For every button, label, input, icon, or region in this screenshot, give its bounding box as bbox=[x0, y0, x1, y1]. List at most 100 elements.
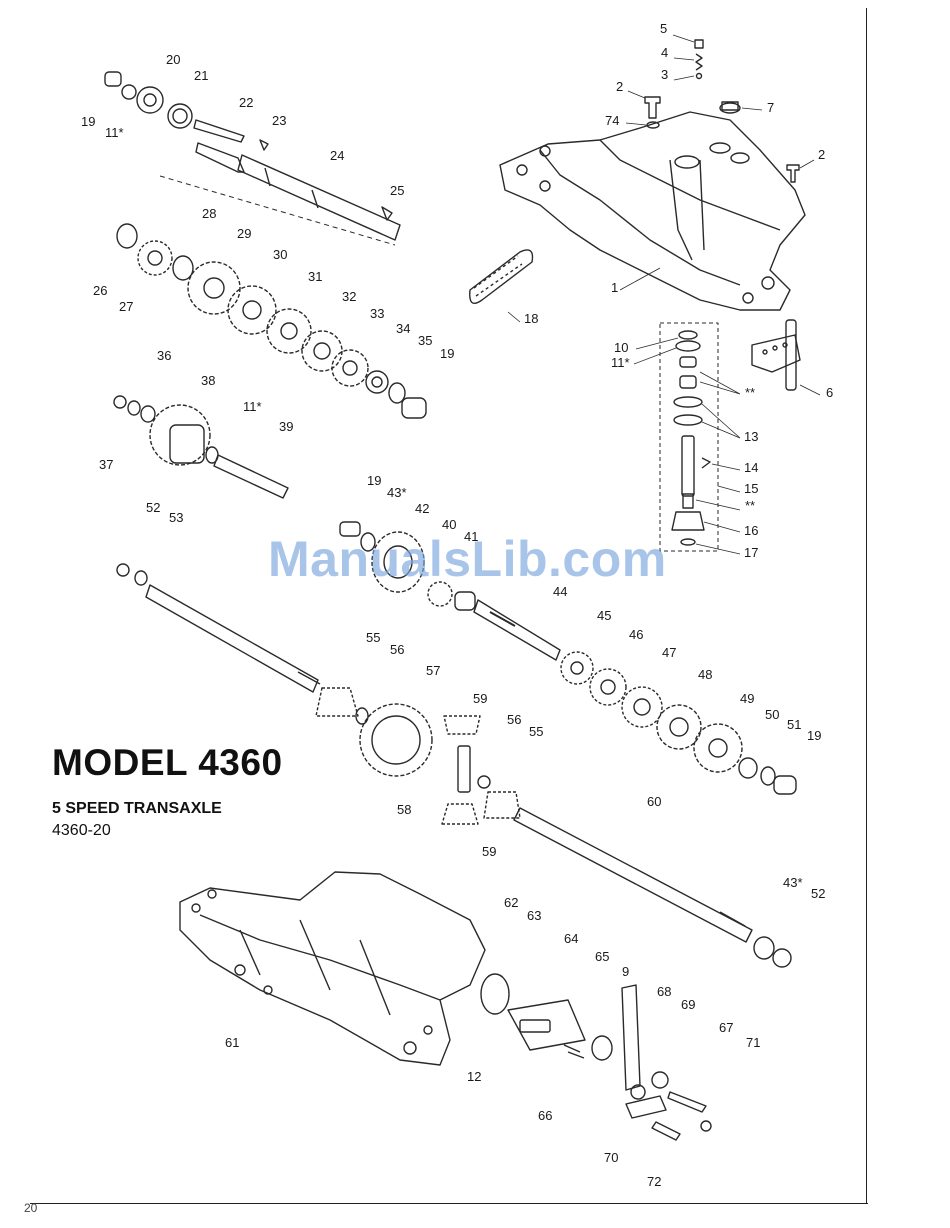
part-callout: 35 bbox=[418, 333, 432, 348]
part-callout: 22 bbox=[239, 95, 253, 110]
part-callout: 13 bbox=[744, 429, 758, 444]
part-callout: 20 bbox=[166, 52, 180, 67]
input-shaft-stack bbox=[671, 330, 711, 546]
transaxle-subtitle: 5 SPEED TRANSAXLE bbox=[52, 800, 222, 817]
part-callout: 74 bbox=[605, 113, 619, 128]
part-callout: 11* bbox=[611, 355, 630, 370]
part-callout: 19 bbox=[807, 728, 821, 743]
part-callout: 23 bbox=[272, 113, 286, 128]
part-callout: 15 bbox=[744, 481, 758, 496]
watermark: ManualsLib.com bbox=[268, 531, 667, 587]
lower-housing bbox=[179, 871, 486, 1066]
part-callout: 64 bbox=[564, 931, 578, 946]
part-callout: 65 bbox=[595, 949, 609, 964]
part-callout: 46 bbox=[629, 627, 643, 642]
part-callout: 62 bbox=[504, 895, 518, 910]
part-callout: 44 bbox=[553, 584, 567, 599]
part-callout: 52 bbox=[146, 500, 160, 515]
part-callout: 33 bbox=[370, 306, 384, 321]
part-callout: 2 bbox=[818, 147, 825, 162]
part-callout: 11* bbox=[105, 125, 124, 140]
part-callout: 43* bbox=[783, 875, 803, 890]
part-callout: 51 bbox=[787, 717, 801, 732]
page-number: 20 bbox=[24, 1201, 38, 1215]
part-callout: 30 bbox=[273, 247, 287, 262]
part-callout: 41 bbox=[464, 529, 478, 544]
part-callout: 59 bbox=[473, 691, 487, 706]
part-callout: 27 bbox=[119, 299, 133, 314]
model-title: MODEL 4360 bbox=[52, 742, 283, 783]
part-callout: 42 bbox=[415, 501, 429, 516]
bevel-gears bbox=[315, 687, 521, 825]
part-callout: 21 bbox=[194, 68, 208, 83]
part-callout: 25 bbox=[390, 183, 404, 198]
countershaft-gears bbox=[560, 651, 797, 795]
part-callout: 19 bbox=[81, 114, 95, 129]
part-callout: 16 bbox=[744, 523, 758, 538]
part-callout: 39 bbox=[279, 419, 293, 434]
part-callout: 1 bbox=[611, 280, 618, 295]
callout-labels: 543277421181011*6**131415**1617202122231… bbox=[81, 21, 833, 1189]
title-block: MODEL 4360 5 SPEED TRANSAXLE 4360-20 bbox=[52, 742, 283, 840]
part-callout: 63 bbox=[527, 908, 541, 923]
part-callout: 6 bbox=[826, 385, 833, 400]
drive-chain bbox=[469, 249, 534, 304]
part-callout: 3 bbox=[661, 67, 668, 82]
part-callout: 56 bbox=[507, 712, 521, 727]
differential-ring-gear bbox=[339, 521, 561, 661]
part-callout: 26 bbox=[93, 283, 107, 298]
part-callout: 40 bbox=[442, 517, 456, 532]
part-callout: 48 bbox=[698, 667, 712, 682]
part-callout: 19 bbox=[440, 346, 454, 361]
part-code: 4360-20 bbox=[52, 822, 111, 839]
part-callout: 55 bbox=[529, 724, 543, 739]
part-callout: ** bbox=[745, 498, 755, 513]
part-callout: 47 bbox=[662, 645, 676, 660]
leader-lines bbox=[507, 34, 821, 555]
part-callout: 57 bbox=[426, 663, 440, 678]
part-callout: 67 bbox=[719, 1020, 733, 1035]
part-callout: 56 bbox=[390, 642, 404, 657]
part-callout: 50 bbox=[765, 707, 779, 722]
part-callout: 12 bbox=[467, 1069, 481, 1084]
part-callout: 18 bbox=[524, 311, 538, 326]
part-callout: 59 bbox=[482, 844, 496, 859]
part-callout: 58 bbox=[397, 802, 411, 817]
part-callout: 71 bbox=[746, 1035, 760, 1050]
part-callout: 24 bbox=[330, 148, 344, 163]
page-frame-bottom bbox=[30, 1203, 868, 1204]
upper-left-shaft-assembly bbox=[104, 71, 401, 246]
part-callout: 52 bbox=[811, 886, 825, 901]
part-callout: 5 bbox=[660, 21, 667, 36]
part-callout: 7 bbox=[767, 100, 774, 115]
part-callout: 43* bbox=[387, 485, 407, 500]
part-callout: 28 bbox=[202, 206, 216, 221]
part-callout: 66 bbox=[538, 1108, 552, 1123]
upper-housing bbox=[499, 111, 806, 311]
part-callout: 68 bbox=[657, 984, 671, 999]
part-callout: ** bbox=[745, 385, 755, 400]
part-callout: 45 bbox=[597, 608, 611, 623]
part-callout: 11* bbox=[243, 399, 262, 414]
top-fasteners bbox=[644, 39, 800, 183]
part-callout: 31 bbox=[308, 269, 322, 284]
part-callout: 32 bbox=[342, 289, 356, 304]
part-callout: 61 bbox=[225, 1035, 239, 1050]
page-frame-right bbox=[866, 8, 867, 1204]
part-callout: 53 bbox=[169, 510, 183, 525]
left-axle bbox=[116, 563, 321, 693]
part-callout: 2 bbox=[616, 79, 623, 94]
part-callout: 29 bbox=[237, 226, 251, 241]
part-callout: 36 bbox=[157, 348, 171, 363]
part-callout: 17 bbox=[744, 545, 758, 560]
part-callout: 34 bbox=[396, 321, 410, 336]
part-callout: 55 bbox=[366, 630, 380, 645]
part-callout: 4 bbox=[661, 45, 668, 60]
part-callout: 69 bbox=[681, 997, 695, 1012]
cluster-gears bbox=[116, 223, 427, 419]
part-callout: 49 bbox=[740, 691, 754, 706]
part-callout: 10 bbox=[614, 340, 628, 355]
brake-assembly bbox=[480, 973, 712, 1141]
part-callout: 37 bbox=[99, 457, 113, 472]
